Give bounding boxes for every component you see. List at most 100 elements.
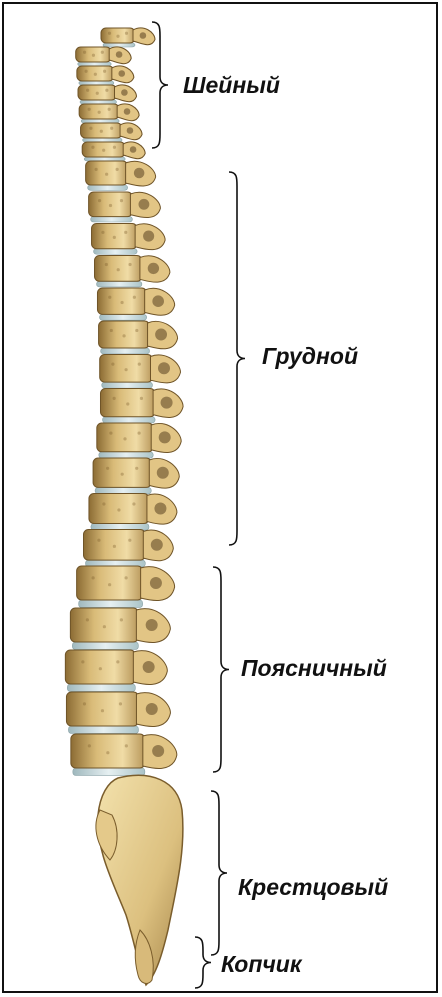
bone-texture [116, 35, 119, 38]
bone-texture [113, 236, 116, 239]
bone-texture [120, 199, 123, 202]
bone-texture [102, 149, 105, 152]
foramen [148, 263, 159, 274]
bone-texture [103, 625, 106, 628]
bone-texture [108, 296, 111, 299]
foramen [127, 127, 134, 134]
intervertebral-disc [84, 157, 125, 161]
intervertebral-disc [78, 62, 112, 66]
bone-texture [125, 576, 128, 579]
bone-texture [108, 108, 111, 111]
bone-texture [105, 89, 108, 92]
bone-texture [81, 660, 84, 663]
intervertebral-disc [79, 600, 143, 607]
bone-texture [120, 301, 123, 304]
bone-texture [117, 508, 120, 511]
bone-texture [126, 402, 129, 405]
bone-texture [113, 146, 116, 149]
foramen [124, 108, 131, 115]
bone-texture [100, 130, 103, 133]
intervertebral-disc [73, 768, 145, 775]
intervertebral-disc [102, 382, 153, 388]
foramen [155, 329, 167, 341]
foramen [146, 619, 158, 631]
bone-texture [111, 363, 114, 366]
intervertebral-disc [101, 348, 150, 354]
foramen [157, 467, 169, 479]
region-bracket [213, 567, 229, 772]
bone-texture [108, 32, 111, 35]
foramen [154, 503, 166, 515]
intervertebral-disc [79, 81, 114, 85]
bone-texture [92, 576, 95, 579]
foramen [159, 431, 171, 443]
bone-texture [117, 268, 120, 271]
bone-texture [91, 146, 94, 149]
bone-texture [116, 660, 119, 663]
vertebra-lumbar [65, 650, 135, 684]
bone-texture [110, 127, 113, 130]
bone-texture [83, 51, 86, 54]
bone-texture [85, 70, 88, 73]
foramen [152, 295, 164, 307]
bone-texture [88, 744, 91, 747]
foramen [151, 539, 163, 551]
intervertebral-disc [94, 249, 138, 255]
intervertebral-disc [102, 417, 155, 423]
foramen [161, 397, 173, 409]
bone-texture [101, 231, 104, 234]
foramen [121, 89, 128, 96]
intervertebral-disc [83, 138, 123, 142]
intervertebral-disc [99, 314, 146, 320]
intervertebral-disc [88, 185, 128, 190]
intervertebral-disc [80, 100, 117, 104]
intervertebral-disc [72, 642, 138, 649]
bone-texture [121, 473, 124, 476]
region-label-coccyx: Копчик [221, 951, 301, 978]
intervertebral-disc [99, 452, 153, 458]
vertebra-lumbar [66, 692, 138, 726]
bone-texture [124, 368, 127, 371]
bone-texture [109, 431, 112, 434]
region-label-thoracic: Грудной [262, 343, 358, 370]
bone-texture [122, 334, 125, 337]
bone-texture [89, 127, 92, 130]
bone-texture [88, 108, 91, 111]
bone-texture [124, 231, 127, 234]
sacrum-coccyx [96, 775, 183, 985]
foramen [158, 362, 170, 374]
intervertebral-disc [91, 217, 133, 222]
bone-texture [96, 92, 99, 95]
bone-texture [125, 32, 128, 35]
bone-texture [128, 263, 131, 266]
foramen [130, 146, 137, 153]
bone-texture [99, 667, 102, 670]
bone-texture [102, 502, 105, 505]
bone-texture [92, 54, 95, 57]
region-bracket [229, 172, 245, 545]
bone-texture [110, 329, 113, 332]
bone-texture [135, 467, 138, 470]
bone-texture [97, 539, 100, 542]
bone-texture [133, 296, 136, 299]
bone-texture [132, 502, 135, 505]
bone-texture [125, 744, 128, 747]
intervertebral-disc [68, 726, 138, 733]
bone-texture [135, 329, 138, 332]
region-label-cervical: Шейный [183, 72, 280, 99]
bone-texture [123, 437, 126, 440]
vertebra-lumbar [77, 566, 143, 600]
vertebra-lumbar [71, 734, 145, 768]
vertebra-lumbar [70, 608, 138, 642]
bone-texture [106, 751, 109, 754]
bone-texture [105, 173, 108, 176]
bone-texture [94, 73, 97, 76]
bone-texture [98, 199, 101, 202]
bone-texture [98, 111, 101, 114]
bone-texture [108, 583, 111, 586]
bone-texture [113, 545, 116, 548]
bone-texture [138, 363, 141, 366]
foramen [143, 231, 154, 242]
region-label-sacral: Крестцовый [238, 874, 388, 901]
foramen [150, 577, 162, 589]
